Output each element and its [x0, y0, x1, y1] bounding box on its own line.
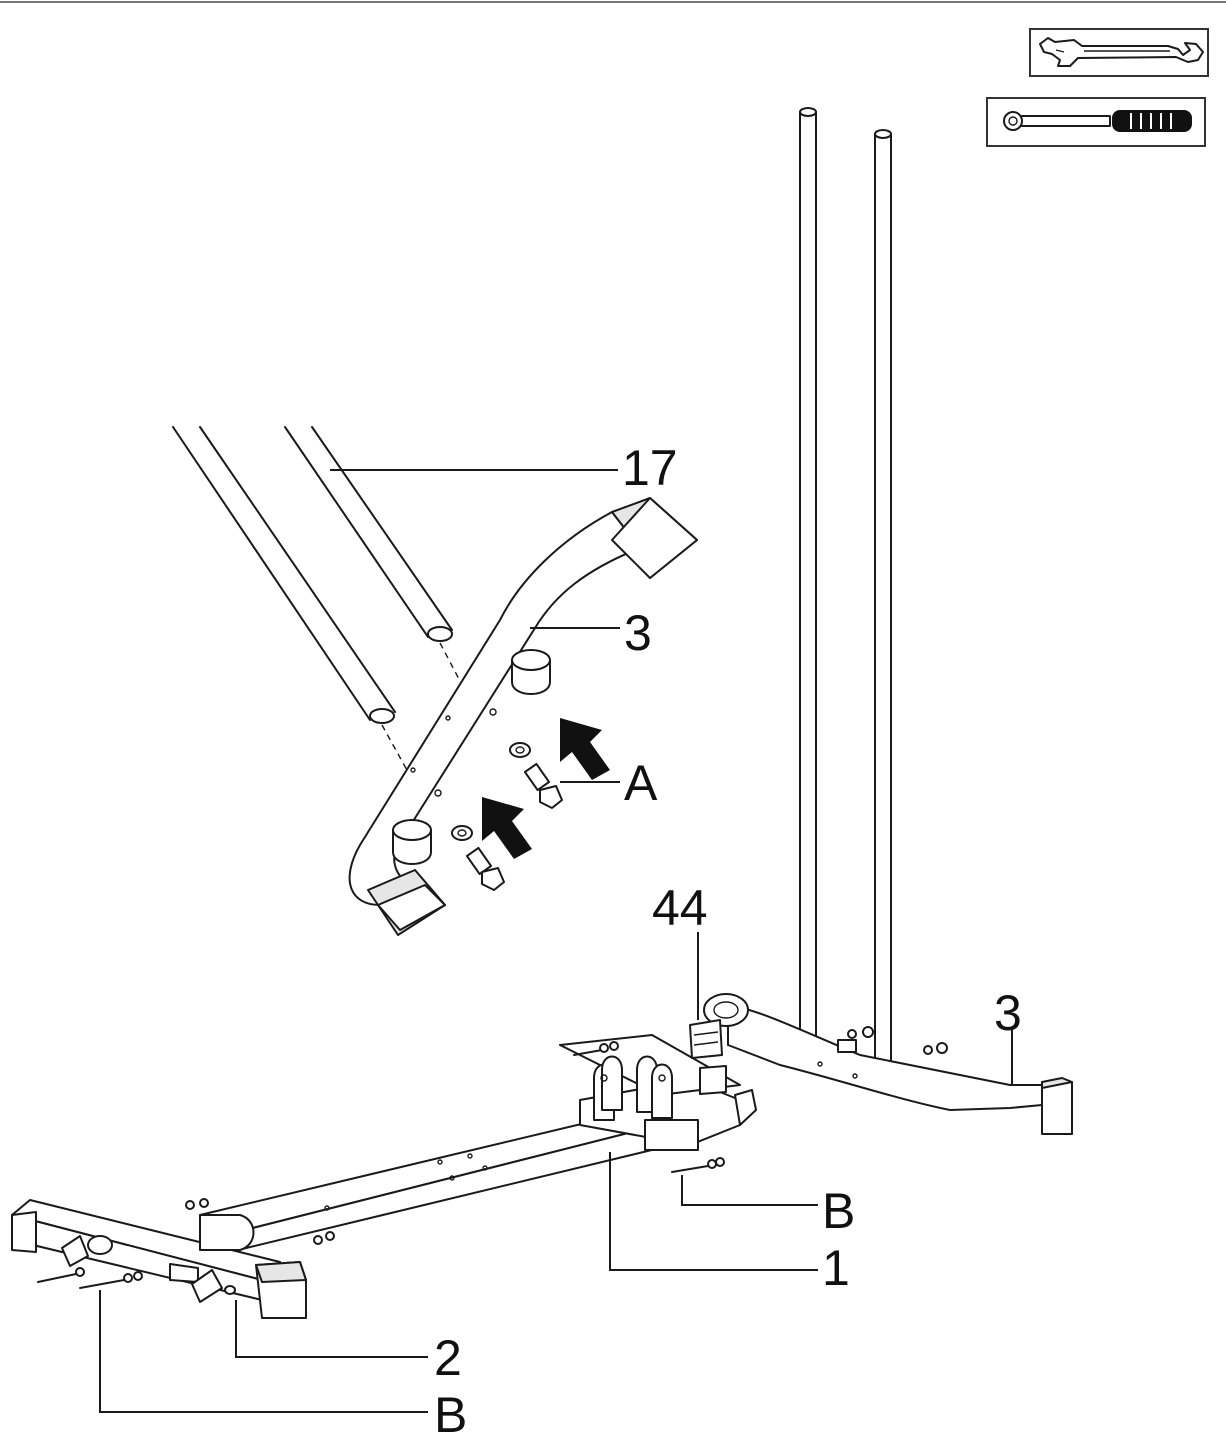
upright-tubes — [799, 107, 892, 1063]
callout-b-lower: B — [434, 1387, 467, 1443]
leader-lines — [99, 469, 1013, 1413]
front-stabilizer-2 — [11, 1198, 335, 1319]
tube-17 — [172, 426, 471, 791]
insert-arrow-lower — [482, 797, 532, 859]
insert-arrow-upper — [560, 718, 610, 780]
callout-a-bolt: A — [624, 755, 658, 811]
bolt-a-lower — [451, 825, 505, 891]
exploded-crossbar-assembly — [172, 426, 698, 936]
crossbar-3 — [348, 497, 698, 936]
main-frame-1 — [199, 1019, 757, 1251]
callout-2-stabilizer: 2 — [434, 1330, 462, 1386]
callout-17: 17 — [622, 440, 678, 496]
callout-44-plate: 44 — [652, 880, 708, 936]
callout-1-frame: 1 — [822, 1240, 850, 1296]
open-end-wrench-icon — [1029, 28, 1209, 77]
rear-crossbar-assembly — [703, 993, 1073, 1135]
plate-44 — [689, 1019, 727, 1095]
bolt-a-upper — [509, 742, 563, 809]
callout-3-crossbar: 3 — [624, 605, 652, 661]
socket-wrench-icon — [986, 97, 1206, 147]
callout-3-rear-crossbar: 3 — [994, 985, 1022, 1041]
callout-b-upper: B — [822, 1183, 855, 1239]
tools-panel — [986, 28, 1209, 147]
